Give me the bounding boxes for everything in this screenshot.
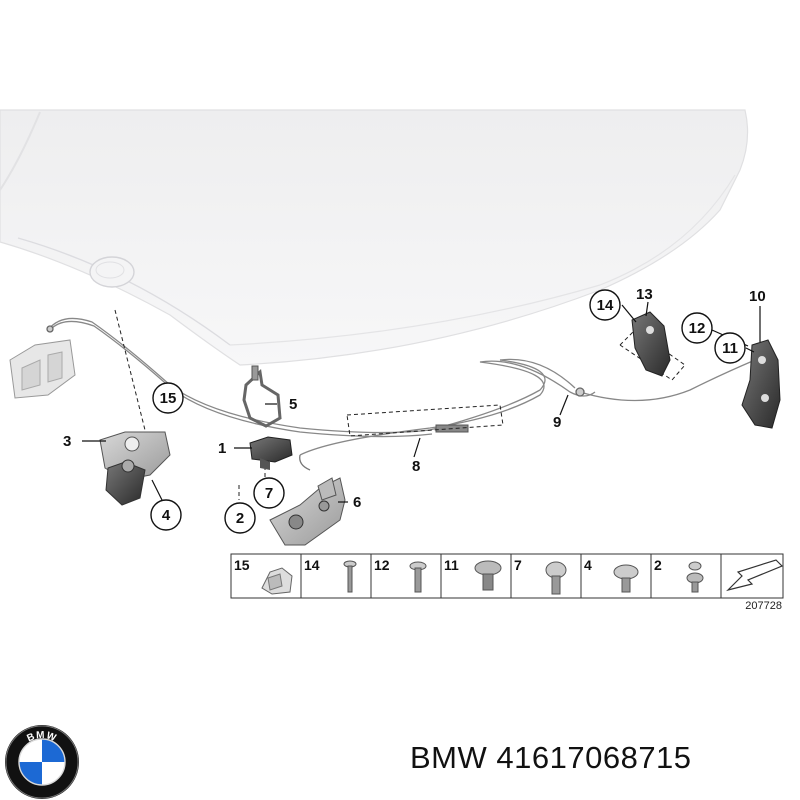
callout-labels: 1 2 3 4 5 6 7 8 9 10 11 12 13 14 xyxy=(63,286,766,534)
legend-pan-screw-icon xyxy=(613,564,639,593)
latch-bracket-part xyxy=(99,431,171,506)
part-caption: BMW 41617068715 xyxy=(410,740,692,776)
legend-arrow-icon xyxy=(726,559,784,592)
legend-bolt-icon xyxy=(409,561,427,593)
callout-7-text: 7 xyxy=(265,485,273,502)
brand-name: BMW xyxy=(410,740,488,775)
hook-part xyxy=(242,365,282,428)
legend-screw-icon xyxy=(343,560,357,593)
logo-lettering: BMW xyxy=(25,730,57,745)
callout-14: 14 xyxy=(589,289,621,321)
callout-7: 7 xyxy=(253,477,285,509)
callout-14-text: 14 xyxy=(597,297,614,314)
parts-legend: 15 14 12 11 7 4 2 xyxy=(230,553,784,612)
callout-1: 1 xyxy=(218,440,226,457)
part-number: 41617068715 xyxy=(496,740,692,775)
callout-9: 9 xyxy=(553,414,561,431)
callout-6: 6 xyxy=(353,494,361,511)
hinge-bracket-part xyxy=(741,339,781,429)
legend-label-7: 7 xyxy=(514,557,522,573)
legend-label-11: 11 xyxy=(444,557,459,573)
callout-11: 11 xyxy=(714,332,746,364)
hood-illustration xyxy=(0,109,749,366)
callout-10: 10 xyxy=(749,288,766,305)
callout-15-text: 15 xyxy=(160,390,177,407)
callout-12-text: 12 xyxy=(689,320,706,337)
legend-clip-icon xyxy=(261,567,293,595)
latch-part xyxy=(269,477,346,546)
callout-5: 5 xyxy=(289,396,297,413)
legend-nut-icon xyxy=(686,561,704,593)
callout-4-text: 4 xyxy=(162,507,171,524)
switch-part xyxy=(249,436,293,470)
cables xyxy=(46,317,756,471)
legend-label-14: 14 xyxy=(304,557,320,573)
callout-8: 8 xyxy=(412,458,420,475)
callout-2-text: 2 xyxy=(236,510,244,527)
legend-label-15: 15 xyxy=(234,557,250,573)
bracket-part xyxy=(631,311,671,377)
svg-text:BMW: BMW xyxy=(25,730,58,745)
callout-2: 2 xyxy=(224,502,256,534)
bmw-logo: BMW xyxy=(5,725,79,799)
legend-label-12: 12 xyxy=(374,557,390,573)
callout-15: 15 xyxy=(152,382,184,414)
callout-13: 13 xyxy=(636,286,653,303)
legend-round-screw-icon xyxy=(545,561,567,595)
reference-number: 207728 xyxy=(745,600,782,612)
legend-label-2: 2 xyxy=(654,557,662,573)
clip-part-left xyxy=(9,339,76,399)
callout-11-text: 11 xyxy=(722,340,738,357)
legend-flange-bolt-icon xyxy=(474,560,502,591)
callout-3: 3 xyxy=(63,433,71,450)
callout-12: 12 xyxy=(681,312,713,344)
legend-label-4: 4 xyxy=(584,557,592,573)
callout-4: 4 xyxy=(150,499,182,531)
